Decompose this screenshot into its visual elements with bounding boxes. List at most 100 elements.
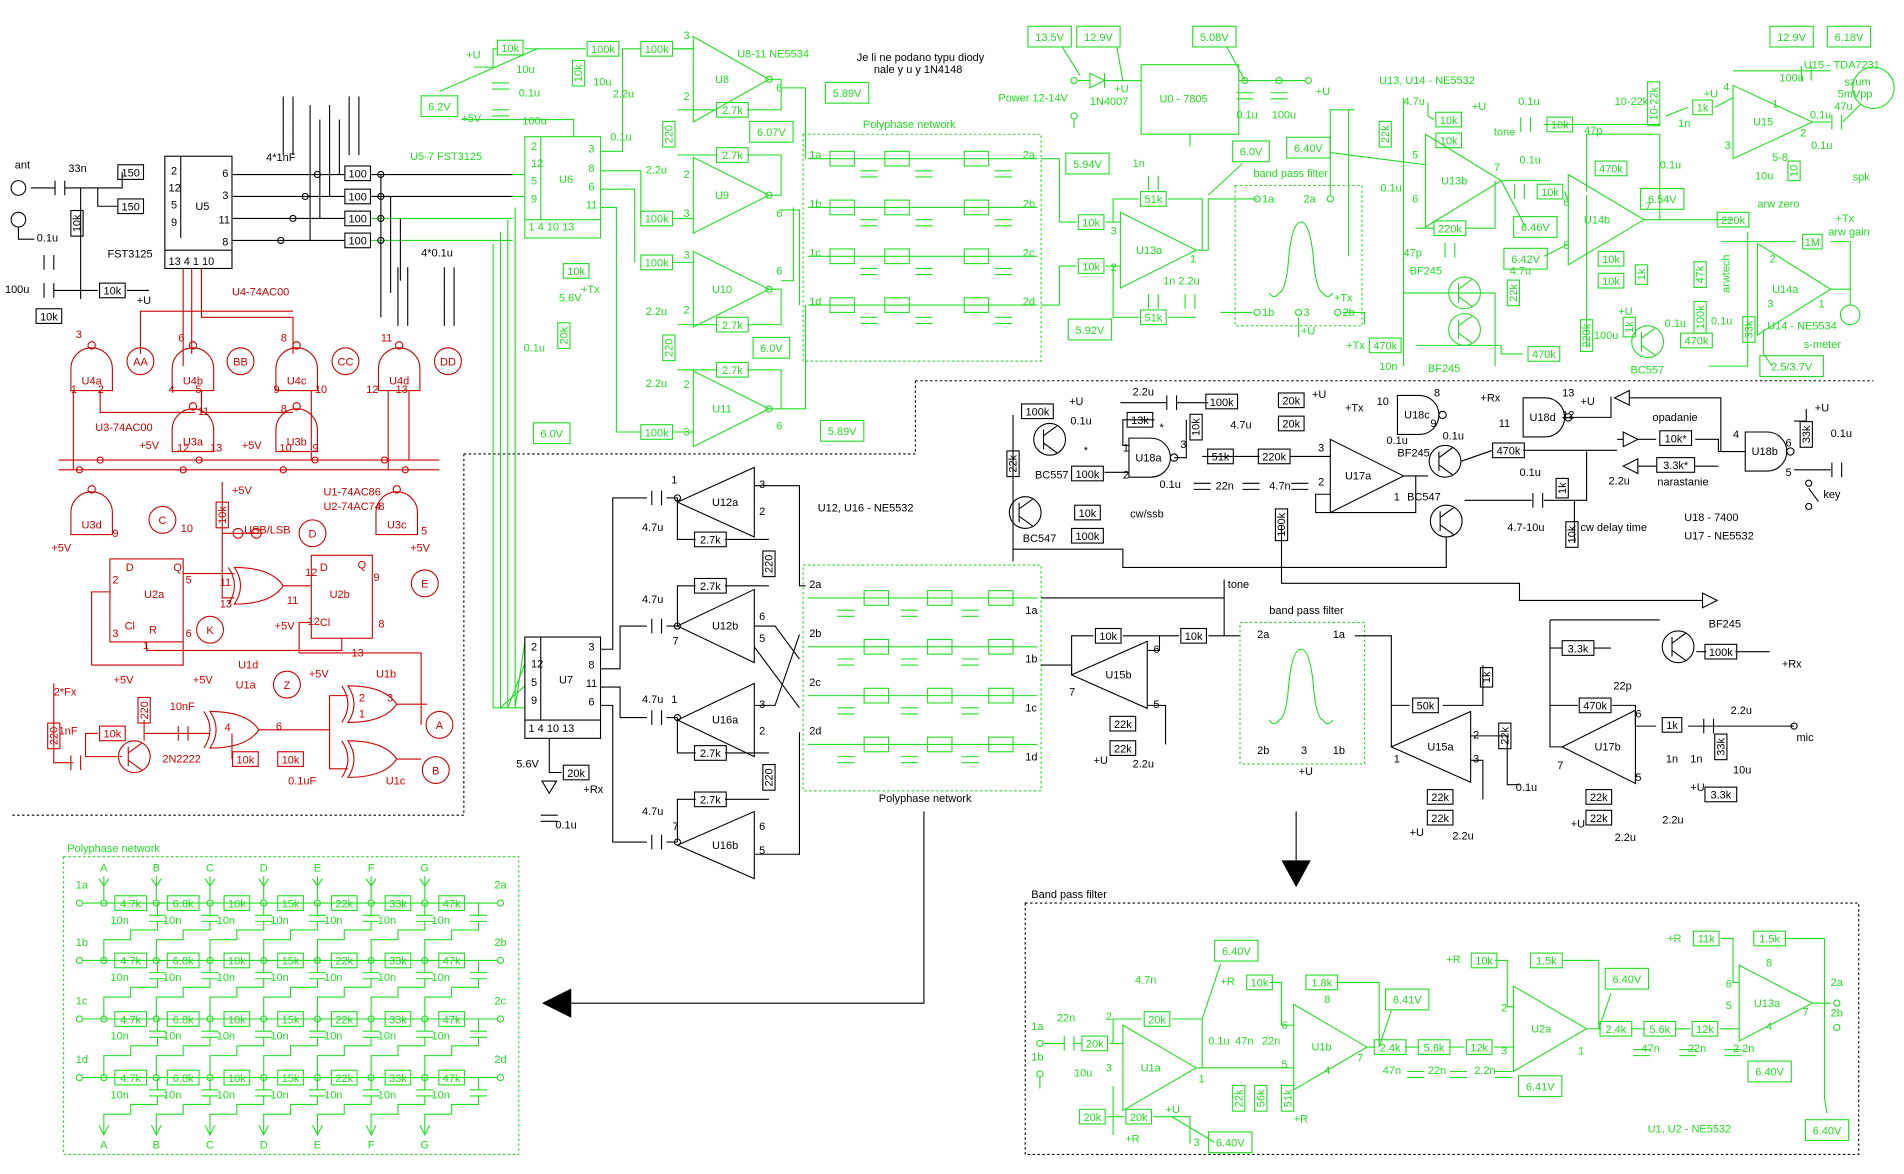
label: 10n bbox=[324, 1031, 342, 1043]
label: 33k bbox=[1715, 738, 1727, 756]
label: 6.07V bbox=[757, 127, 786, 139]
label: 1a bbox=[1031, 1021, 1044, 1033]
wire bbox=[298, 621, 422, 725]
label: 8 bbox=[588, 163, 594, 175]
label: 1b bbox=[1333, 745, 1345, 757]
label: 1 bbox=[671, 474, 677, 486]
wire bbox=[1315, 475, 1417, 514]
label: 100u bbox=[522, 115, 546, 127]
label: 100k bbox=[645, 258, 669, 270]
label: 220 bbox=[48, 727, 60, 745]
label: 3 bbox=[76, 329, 82, 341]
voltage-test-point bbox=[1286, 136, 1331, 159]
resistor bbox=[166, 952, 200, 969]
wire bbox=[146, 638, 343, 652]
label: +U bbox=[1618, 306, 1632, 318]
label: 0.1u bbox=[1380, 183, 1401, 195]
label: 9 bbox=[531, 695, 537, 707]
label: 2.7k bbox=[722, 150, 743, 162]
label: 22n bbox=[1216, 480, 1234, 492]
terminal-node bbox=[232, 527, 244, 539]
terminal-node bbox=[1070, 112, 1078, 120]
label: 22k bbox=[335, 1014, 353, 1026]
label: +5V bbox=[309, 668, 330, 680]
resistor bbox=[223, 1011, 251, 1027]
label: 5.89V bbox=[833, 88, 862, 100]
resistor bbox=[1277, 415, 1305, 432]
resistor bbox=[166, 1069, 200, 1086]
resistor bbox=[1094, 627, 1122, 644]
label: 2.2u bbox=[646, 378, 667, 390]
terminal-node bbox=[206, 1073, 214, 1082]
label: 10k bbox=[567, 266, 585, 278]
label: 2 bbox=[1473, 729, 1479, 741]
terminal-node bbox=[313, 1015, 322, 1023]
label: BF245 bbox=[1709, 618, 1741, 630]
label: 1b bbox=[76, 937, 88, 949]
label: 12.9V bbox=[1084, 32, 1113, 44]
nand-gate bbox=[171, 347, 215, 392]
wire bbox=[600, 497, 647, 650]
label: DD bbox=[440, 357, 456, 369]
xor-gate-input-arc bbox=[203, 711, 211, 749]
label: U3b bbox=[287, 436, 307, 448]
label: 10k bbox=[228, 898, 246, 910]
transistor-lead bbox=[1671, 650, 1686, 661]
label: 0.1u bbox=[1711, 316, 1732, 328]
label: G bbox=[421, 862, 430, 874]
terminal-node bbox=[367, 956, 375, 965]
label: U4d bbox=[389, 375, 409, 387]
terminal-node bbox=[10, 211, 27, 228]
terminal-node bbox=[206, 956, 214, 965]
label: 5 bbox=[1635, 772, 1641, 784]
terminal-node bbox=[1253, 308, 1261, 317]
label: 11 bbox=[198, 406, 209, 418]
transistor-symbol bbox=[1429, 504, 1463, 538]
label: 6.40V bbox=[1222, 946, 1251, 958]
resistor bbox=[344, 210, 372, 227]
resistor bbox=[344, 165, 372, 182]
label: 10n bbox=[163, 1089, 181, 1101]
wire bbox=[754, 625, 800, 660]
wire bbox=[1784, 937, 1826, 1004]
terminal-node bbox=[1438, 410, 1447, 420]
label: 6.8k bbox=[173, 956, 194, 968]
label: 0.1u bbox=[1518, 96, 1539, 108]
nand-gate bbox=[377, 347, 421, 392]
label: 7 bbox=[1645, 201, 1651, 213]
resistor bbox=[1578, 697, 1612, 714]
label: 6 bbox=[759, 611, 765, 623]
wire bbox=[312, 878, 323, 887]
label: 7 bbox=[673, 635, 679, 647]
label: 10n bbox=[324, 915, 342, 927]
label: 8 bbox=[281, 403, 287, 415]
terminal-node bbox=[496, 899, 505, 907]
wire bbox=[200, 390, 293, 414]
label: 4.7k bbox=[120, 1014, 141, 1026]
label: 2.2u bbox=[1133, 759, 1154, 771]
label: 5 bbox=[195, 384, 201, 396]
label: Je li ne podano typu diody bbox=[857, 52, 985, 64]
terminal-node bbox=[1304, 76, 1312, 85]
label: +U bbox=[1410, 827, 1424, 839]
label: 5 bbox=[1153, 699, 1159, 711]
terminal-node bbox=[392, 485, 401, 494]
label: +Tx bbox=[1345, 402, 1364, 414]
label: 20k bbox=[1083, 1112, 1101, 1124]
terminal-node bbox=[496, 956, 505, 965]
label: 3.3k bbox=[1568, 643, 1589, 655]
filter-response-curve bbox=[1268, 221, 1334, 298]
label: U1-74AC86 bbox=[324, 486, 381, 498]
label: 1 bbox=[143, 640, 149, 652]
wire bbox=[84, 732, 123, 758]
wire bbox=[1280, 524, 1703, 601]
resistor bbox=[384, 895, 412, 911]
label: E bbox=[421, 579, 428, 591]
label: +Tx bbox=[1836, 213, 1855, 225]
label: 3 bbox=[1301, 745, 1307, 757]
terminal-node bbox=[421, 1015, 429, 1023]
wire bbox=[1762, 329, 1773, 367]
label: 2 bbox=[684, 91, 690, 103]
resistor bbox=[1246, 974, 1273, 991]
wire bbox=[600, 704, 647, 843]
